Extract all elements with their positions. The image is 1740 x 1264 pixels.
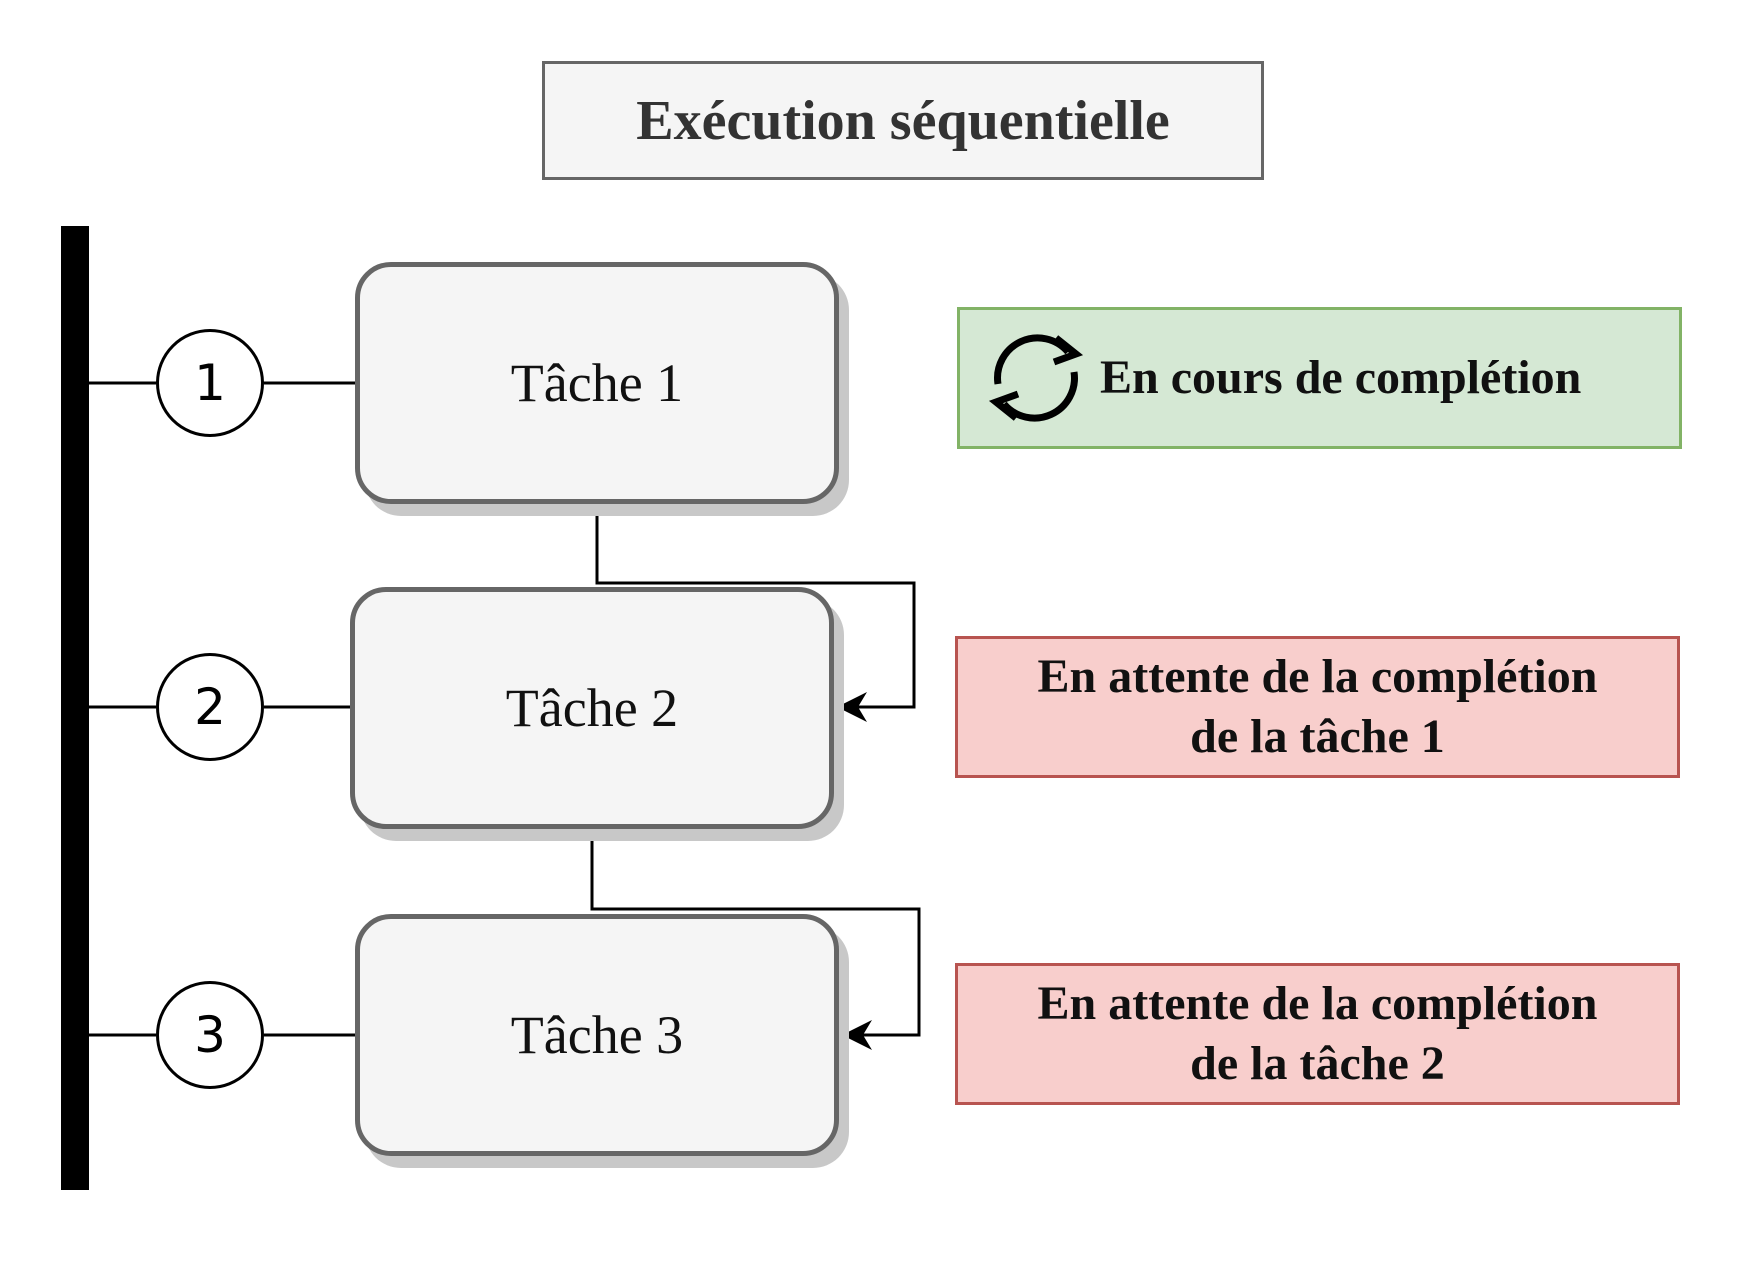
timeline-bar bbox=[61, 226, 89, 1190]
status-task-3-waiting: En attente de la complétion de la tâche … bbox=[955, 963, 1680, 1105]
status-task-2-waiting: En attente de la complétion de la tâche … bbox=[955, 636, 1680, 778]
diagram-title: Exécution séquentielle bbox=[542, 61, 1264, 180]
status-task-1-running: En cours de complétion bbox=[957, 307, 1682, 449]
task-1-box: Tâche 1 bbox=[355, 262, 839, 504]
step-1-circle: 1 bbox=[156, 329, 264, 437]
status-task-2-label: En attente de la complétion de la tâche … bbox=[1037, 650, 1598, 763]
step-3-circle: 3 bbox=[156, 981, 264, 1089]
step-2-circle: 2 bbox=[156, 653, 264, 761]
task-3-box: Tâche 3 bbox=[355, 914, 839, 1156]
dependency-arrow-1-to-2 bbox=[595, 507, 916, 722]
status-task-1-label: En cours de complétion bbox=[1100, 351, 1582, 404]
task-2-box: Tâche 2 bbox=[350, 587, 834, 829]
refresh-icon bbox=[988, 334, 1084, 422]
dependency-arrow-2-to-3 bbox=[590, 831, 921, 1050]
status-task-3-label: En attente de la complétion de la tâche … bbox=[1037, 977, 1598, 1090]
